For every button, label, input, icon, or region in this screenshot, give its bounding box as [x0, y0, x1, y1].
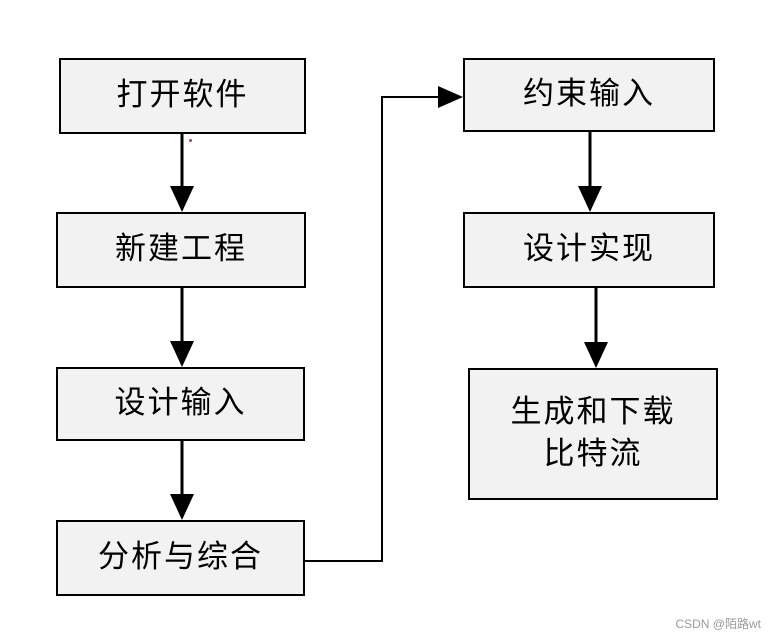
- step-constraint-input: 约束输入: [463, 58, 715, 132]
- arrowhead-open-to-new: [170, 186, 194, 212]
- step-design-input: 设计输入: [56, 367, 305, 441]
- arrowhead-implementation-to-generate: [584, 342, 608, 368]
- step-analysis-synthesis-label: 分析与综合: [98, 539, 263, 576]
- step-design-implementation-label: 设计实现: [523, 231, 655, 268]
- arrow-analysis-to-constraint: [304, 96, 438, 562]
- stray-dot-mark: [189, 139, 192, 142]
- step-open-software-label: 打开软件: [116, 77, 249, 114]
- step-generate-download-label-line1: 生成和下载: [510, 394, 676, 431]
- step-design-implementation: 设计实现: [463, 212, 715, 288]
- step-constraint-input-label: 约束输入: [523, 76, 655, 113]
- watermark: CSDN @陌路wt: [675, 617, 761, 631]
- step-new-project: 新建工程: [56, 212, 306, 288]
- arrowhead-new-to-design: [170, 341, 194, 367]
- step-generate-download-label-line2: 比特流: [543, 436, 643, 472]
- step-new-project-label: 新建工程: [115, 231, 247, 268]
- step-design-input-label: 设计输入: [114, 385, 247, 422]
- arrowhead-design-to-analysis: [170, 494, 194, 520]
- step-open-software: 打开软件: [59, 58, 306, 134]
- arrowhead-analysis-to-constraint: [438, 86, 463, 108]
- arrowhead-constraint-to-implementation: [578, 186, 602, 212]
- step-analysis-synthesis: 分析与综合: [56, 520, 305, 596]
- step-generate-download: 生成和下载 比特流: [468, 368, 718, 500]
